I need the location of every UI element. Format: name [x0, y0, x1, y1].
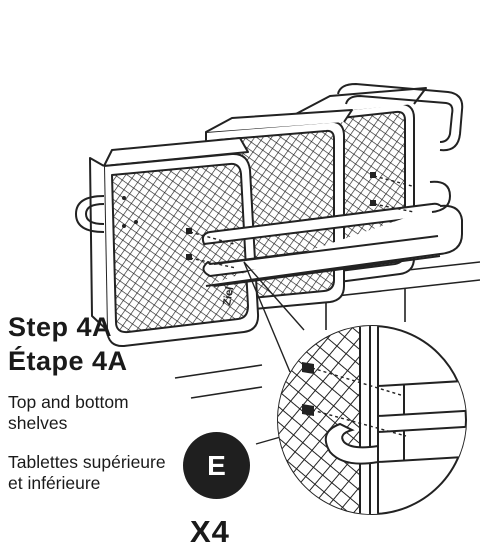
part-badge: E: [183, 432, 250, 499]
front-cabinet: [89, 137, 260, 348]
back-u-bar: [337, 82, 464, 152]
part-quantity: X4: [190, 514, 230, 549]
caption-fr: Tablettes supérieure et inférieure: [8, 452, 166, 493]
step-title-en: Step 4A: [8, 312, 113, 342]
caption-en: Top and bottom shelves: [8, 392, 129, 433]
step-title-fr: Étape 4A: [8, 346, 128, 376]
cabinet-dots: [122, 196, 138, 228]
dashed-guides: [189, 175, 415, 269]
front-handle: [74, 195, 105, 233]
brand-logo: Ziel: [221, 286, 236, 307]
part-label: E: [207, 449, 226, 481]
shelf-bars: [201, 180, 463, 287]
screws: [186, 172, 376, 260]
